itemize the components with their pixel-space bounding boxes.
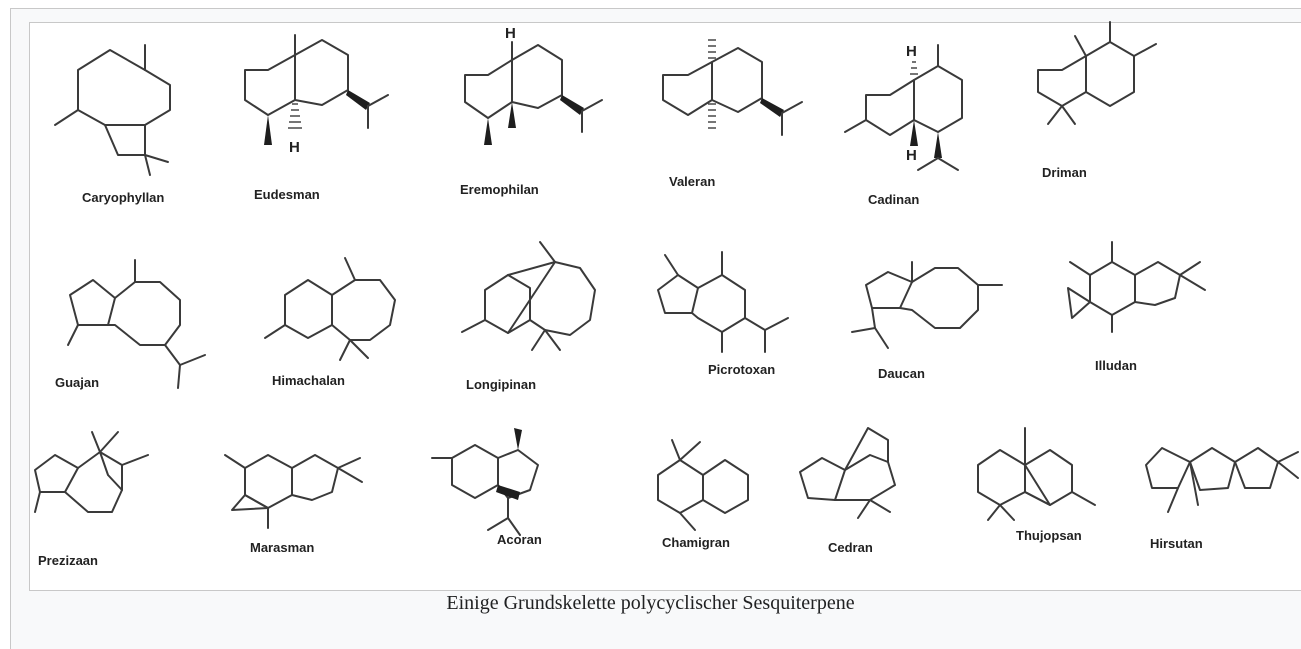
structure-picrotoxan: Picrotoxan <box>657 251 789 377</box>
structure-valeran: Valeran <box>662 39 803 189</box>
label-daucan: Daucan <box>878 366 925 381</box>
label-himachalan: Himachalan <box>272 373 345 388</box>
structure-driman: Driman <box>1037 21 1157 180</box>
structure-acoran: Acoran <box>431 428 542 547</box>
structure-chamigran: Chamigran <box>657 439 749 550</box>
label-picrotoxan: Picrotoxan <box>708 362 775 377</box>
label-eudesman: Eudesman <box>254 187 320 202</box>
structure-eudesman: H Eudesman <box>244 34 389 202</box>
structure-himachalan: Himachalan <box>264 257 396 388</box>
structure-hirsutan: Hirsutan <box>1145 447 1299 551</box>
hydrogen-label: H <box>289 139 300 156</box>
structures-drawing: Caryophyllan H Eudesman H Eremophilan <box>34 21 1299 568</box>
label-prezizaan: Prezizaan <box>38 553 98 568</box>
label-valeran: Valeran <box>669 174 715 189</box>
label-marasman: Marasman <box>250 540 314 555</box>
figure-thumbnail <box>10 8 1301 649</box>
label-longipinan: Longipinan <box>466 377 536 392</box>
structure-thujopsan: Thujopsan <box>977 427 1096 543</box>
label-cedran: Cedran <box>828 540 873 555</box>
label-hirsutan: Hirsutan <box>1150 536 1203 551</box>
label-eremophilan: Eremophilan <box>460 182 539 197</box>
structure-cedran: Cedran <box>799 427 896 555</box>
label-driman: Driman <box>1042 165 1087 180</box>
structure-cadinan: H H Cadinan <box>844 43 963 207</box>
label-cadinan: Cadinan <box>868 192 919 207</box>
structure-longipinan: Longipinan <box>461 241 596 392</box>
sesquiterpene-skeletons-image[interactable] <box>29 22 1301 591</box>
label-acoran: Acoran <box>497 532 542 547</box>
structure-marasman: Marasman <box>224 454 363 555</box>
label-illudan: Illudan <box>1095 358 1137 373</box>
label-caryophyllan: Caryophyllan <box>82 190 164 205</box>
structure-daucan: Daucan <box>851 261 1003 381</box>
hydrogen-label: H <box>505 25 516 42</box>
structure-eremophilan: H Eremophilan <box>460 25 603 197</box>
label-guajan: Guajan <box>55 375 99 390</box>
figure-caption: Einige Grundskelette polycyclischer Sesq… <box>446 592 855 614</box>
structure-guajan: Guajan <box>55 259 206 390</box>
structure-illudan: Illudan <box>1067 241 1206 373</box>
hydrogen-label: H <box>906 147 917 164</box>
label-thujopsan: Thujopsan <box>1016 528 1082 543</box>
structure-prezizaan: Prezizaan <box>34 431 149 568</box>
label-chamigran: Chamigran <box>662 535 730 550</box>
structure-caryophyllan: Caryophyllan <box>54 44 171 205</box>
hydrogen-label: H <box>906 43 917 60</box>
